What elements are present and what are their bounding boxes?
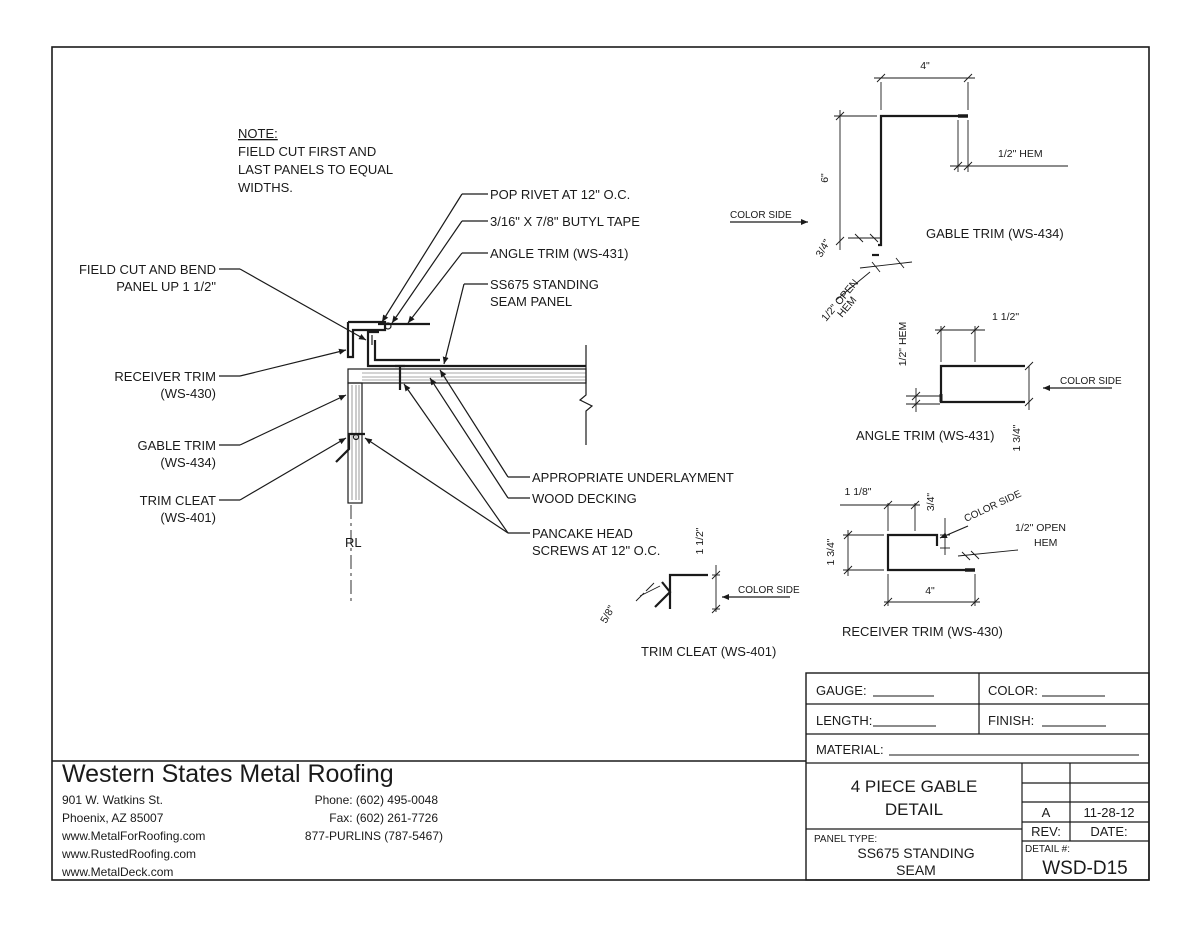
company-block: Western States Metal Roofing 901 W. Watk…: [52, 760, 806, 879]
callout-receiver-1: RECEIVER TRIM: [114, 369, 216, 384]
callout-decking: WOOD DECKING: [532, 491, 637, 506]
company-phone: Phone: (602) 495-0048: [315, 793, 439, 807]
callout-ss675-1: SS675 STANDING: [490, 277, 599, 292]
callout-butyl-tape: 3/16" X 7/8" BUTYL TAPE: [490, 214, 640, 229]
note-line-3: WIDTHS.: [238, 180, 293, 195]
callout-gable-1: GABLE TRIM: [137, 438, 216, 453]
callout-cleat-1: TRIM CLEAT: [140, 493, 216, 508]
company-tollfree: 877-PURLINS (787-5467): [305, 829, 443, 843]
angle-dim-right: 1 3/4": [1011, 424, 1023, 451]
detail-title-2: DETAIL: [885, 800, 943, 819]
receiver-trim-detail: 1 1/8" 3/4" 1 3/4" 4" 1/2" OPEN HEM COLO…: [825, 486, 1066, 639]
callout-receiver-2: (WS-430): [160, 386, 216, 401]
callout-cleat-2: (WS-401): [160, 510, 216, 525]
receiver-trim: [373, 340, 440, 362]
gable-dim-top: 4": [920, 60, 930, 72]
date-label: DATE:: [1090, 824, 1127, 839]
rev-value: A: [1042, 805, 1051, 820]
callout-angle-trim: ANGLE TRIM (WS-431): [490, 246, 628, 261]
cleat-dim-height: 1 1/2": [694, 527, 706, 554]
note-block: NOTE: FIELD CUT FIRST AND LAST PANELS TO…: [238, 126, 393, 195]
company-web-2: www.RustedRoofing.com: [61, 847, 196, 861]
company-web-3: www.MetalDeck.com: [61, 865, 173, 879]
gable-trim-detail: 4" 6" 3/4" 1/2" HEM 1/2" OPEN HEM COLOR …: [730, 60, 1068, 324]
note-line-2: LAST PANELS TO EQUAL: [238, 162, 393, 177]
angle-color-side: COLOR SIDE: [1060, 376, 1122, 387]
trim-cleat: [335, 432, 365, 463]
wood-decking: [347, 368, 587, 384]
company-address-1: 901 W. Watkins St.: [62, 793, 163, 807]
note-title: NOTE:: [238, 126, 278, 141]
angle-trim-profile: [939, 364, 1025, 404]
gauge-label: GAUGE:: [816, 683, 867, 698]
company-name: Western States Metal Roofing: [62, 760, 394, 788]
sheet-border: [51, 46, 1150, 881]
finish-label: FINISH:: [988, 713, 1034, 728]
callout-screws-1: PANCAKE HEAD: [532, 526, 633, 541]
main-callouts: POP RIVET AT 12" O.C. 3/16" X 7/8" BUTYL…: [79, 187, 734, 558]
company-address-2: Phoenix, AZ 85007: [62, 811, 164, 825]
detail-no-label: DETAIL #:: [1025, 844, 1070, 855]
receiver-dim-open-hem-2: HEM: [1034, 537, 1057, 549]
callout-field-cut-1: FIELD CUT AND BEND: [79, 262, 216, 277]
callout-ss675-2: SEAM PANEL: [490, 294, 572, 309]
receiver-dim-bottom: 4": [925, 585, 935, 597]
note-line-1: FIELD CUT FIRST AND: [238, 144, 376, 159]
centerline-label: RL: [345, 535, 362, 550]
trim-cleat-title: TRIM CLEAT (WS-401): [641, 644, 776, 659]
panel-type-2: SEAM: [896, 862, 936, 878]
detail-title-1: 4 PIECE GABLE: [851, 777, 978, 796]
cleat-color-side: COLOR SIDE: [738, 585, 800, 596]
standing-seam-panel: [366, 330, 586, 368]
receiver-trim-profile: [886, 533, 975, 572]
callout-pop-rivet: POP RIVET AT 12" O.C.: [490, 187, 630, 202]
material-label: MATERIAL:: [816, 742, 884, 757]
angle-dim-top: 1 1/2": [992, 311, 1019, 323]
cleat-dim-small: 5/8": [598, 603, 618, 625]
rev-label: REV:: [1031, 824, 1061, 839]
receiver-dim-open-hem-1: 1/2" OPEN: [1015, 522, 1066, 534]
gable-trim-title: GABLE TRIM (WS-434): [926, 226, 1064, 241]
receiver-color-side: COLOR SIDE: [963, 489, 1024, 525]
detail-no: WSD-D15: [1042, 858, 1128, 879]
title-block: GAUGE: COLOR: LENGTH: FINISH: MATERIAL: …: [805, 672, 1150, 881]
gable-color-side: COLOR SIDE: [730, 210, 792, 221]
receiver-trim-title: RECEIVER TRIM (WS-430): [842, 624, 1003, 639]
gable-dim-height: 6": [819, 173, 831, 183]
gable-trim-profile: [878, 114, 968, 247]
company-web-1: www.MetalForRoofing.com: [61, 829, 205, 843]
gable-dim-bottom: 3/4": [814, 237, 834, 259]
panel-type-1: SS675 STANDING: [857, 845, 974, 861]
color-label: COLOR:: [988, 683, 1038, 698]
length-label: LENGTH:: [816, 713, 872, 728]
pop-rivet: [384, 322, 392, 330]
trim-cleat-profile: [668, 573, 708, 609]
panel-type-label: PANEL TYPE:: [814, 834, 877, 845]
callout-field-cut-2: PANEL UP 1 1/2": [116, 279, 216, 294]
callout-underlayment: APPROPRIATE UNDERLAYMENT: [532, 470, 734, 485]
date-value: 11-28-12: [1083, 805, 1134, 820]
main-section-drawing: RL: [335, 320, 594, 605]
gable-dim-hem: 1/2" HEM: [998, 148, 1043, 160]
callout-screws-2: SCREWS AT 12" O.C.: [532, 543, 660, 558]
receiver-dim-top: 1 1/8": [844, 486, 871, 498]
callout-gable-2: (WS-434): [160, 455, 216, 470]
gable-trim: [346, 320, 387, 359]
receiver-dim-left: 1 3/4": [825, 538, 837, 565]
angle-trim-title: ANGLE TRIM (WS-431): [856, 428, 994, 443]
company-fax: Fax: (602) 261-7726: [329, 811, 438, 825]
receiver-dim-small: 3/4": [925, 493, 937, 512]
angle-trim-detail: 1 1/2" 1/2" HEM 1 3/4" COLOR SIDE ANGLE …: [856, 311, 1122, 452]
angle-dim-left: 1/2" HEM: [897, 322, 909, 367]
